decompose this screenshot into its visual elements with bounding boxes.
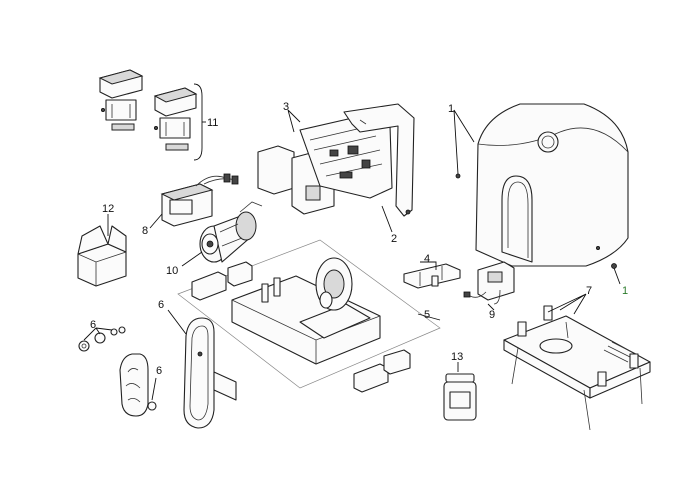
part-packaging-box — [77, 214, 127, 287]
callout-9: 9 — [489, 309, 495, 321]
part-transformer — [149, 173, 239, 229]
callout-8: 8 — [142, 225, 148, 237]
callout-11: 11 — [207, 117, 218, 129]
callout-4: 4 — [424, 253, 430, 265]
callout-6-arm: 6 — [158, 299, 164, 311]
part-limit-sensor — [463, 261, 515, 311]
part-control-board — [257, 103, 415, 233]
part-release-key — [119, 353, 157, 417]
callout-6-screws: 6 — [90, 319, 96, 331]
part-screws-washers — [78, 326, 126, 352]
part-foundation-plate — [503, 293, 651, 431]
part-motor — [181, 201, 263, 267]
callout-2: 2 — [391, 233, 397, 245]
part-base-housing — [177, 239, 441, 393]
callout-10: 10 — [166, 265, 178, 277]
callout-5: 5 — [424, 309, 430, 321]
part-cover — [453, 103, 629, 285]
part-grease-jar — [443, 362, 477, 421]
callout-1: 1 — [448, 103, 454, 115]
part-bracket-kit — [98, 69, 206, 161]
callout-12: 12 — [102, 203, 114, 215]
callout-6-key: 6 — [156, 365, 162, 377]
part-drive-arm — [167, 309, 237, 429]
part-limit-bracket — [403, 261, 461, 289]
callout-7: 7 — [586, 285, 592, 297]
callout-1-screw: 1 — [622, 285, 628, 297]
callout-13: 13 — [451, 351, 463, 363]
callout-3: 3 — [283, 101, 289, 113]
